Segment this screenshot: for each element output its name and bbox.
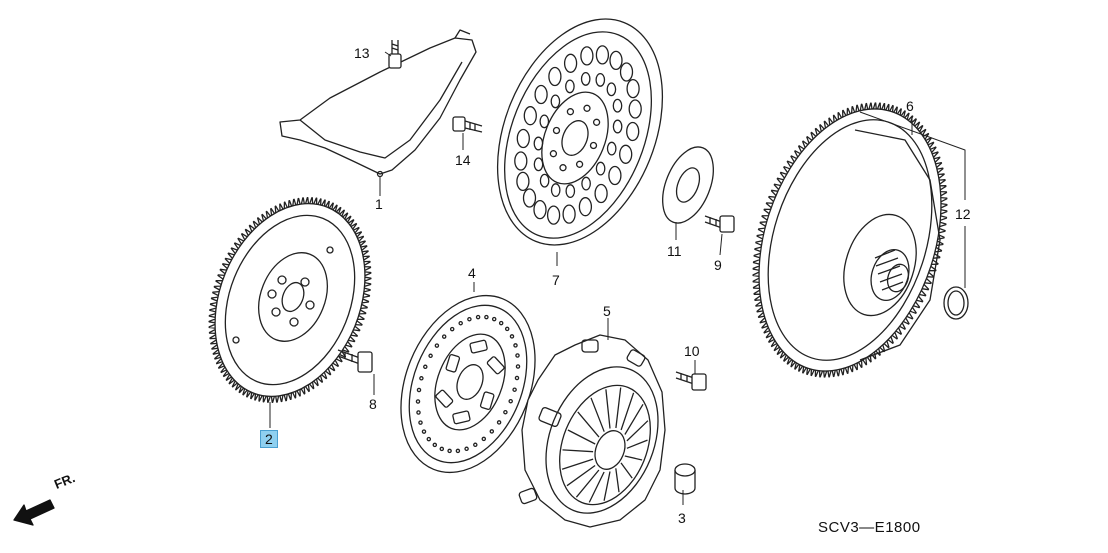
part-7-drive-plate[interactable] [466,0,693,270]
callout-4[interactable]: 4 [468,265,476,281]
part-5-pressure-plate[interactable] [518,334,678,530]
callout-7[interactable]: 7 [552,272,560,288]
part-3-bushing[interactable] [674,463,696,495]
callout-5[interactable]: 5 [603,303,611,319]
part-12-o-ring[interactable] [943,286,969,320]
clutch-disc-rivets [415,314,521,454]
callout-3[interactable]: 3 [678,510,686,526]
part-9-bolt[interactable] [704,215,735,233]
part-11-washer-plate[interactable] [653,140,724,231]
front-direction-arrow-icon [13,499,55,526]
callout-9[interactable]: 9 [714,257,722,273]
leader-lines [269,51,966,505]
clutch-disc-springs [435,339,505,425]
part-13-bolt[interactable] [388,40,402,69]
part-2-flywheel[interactable] [188,181,393,419]
callout-11[interactable]: 11 [667,243,682,259]
callout-8[interactable]: 8 [369,396,377,412]
callout-2[interactable]: 2 [260,430,278,448]
part-4-clutch-disc[interactable] [376,275,560,492]
callout-14[interactable]: 14 [455,152,471,168]
callout-13[interactable]: 13 [354,45,370,61]
callout-10[interactable]: 10 [684,343,700,359]
part-6-torque-converter[interactable] [727,85,972,394]
diaphragm-spring-fingers [561,387,649,503]
callout-1[interactable]: 1 [375,196,383,212]
drive-plate-holes [514,45,642,225]
part-8-bolt[interactable] [337,349,373,373]
callout-6[interactable]: 6 [906,98,914,114]
diagram-code: SCV3—E1800 [818,519,921,536]
part-10-bolt[interactable] [675,371,707,391]
part-14-bolt[interactable] [452,116,483,133]
callout-12[interactable]: 12 [955,206,971,222]
part-1-cover-plate[interactable] [279,29,477,178]
